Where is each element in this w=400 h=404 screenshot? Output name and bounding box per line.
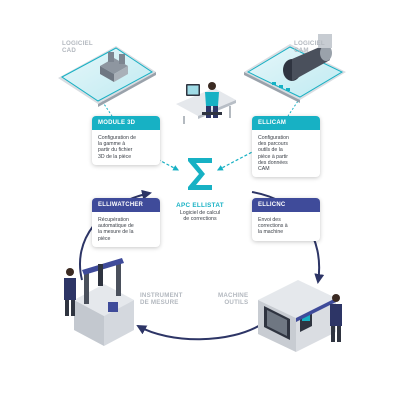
cad-monitor-icon — [58, 46, 156, 107]
measuring-instrument-icon — [64, 258, 134, 346]
zone-label-cam: LOGICIEL CAM — [294, 40, 325, 55]
card-elliwatcher-title: ELLIWATCHER — [92, 198, 160, 212]
ellistat-sigma-icon — [188, 158, 212, 190]
center-subtitle: Logiciel de calcul de corrections — [179, 210, 221, 223]
cnc-machine-icon — [258, 280, 342, 352]
flow-arc-bottom — [136, 323, 263, 341]
zone-label-instrument: INSTRUMENT DE MESURE — [140, 292, 183, 307]
card-module3d: MODULE 3D Configuration de la gamme à pa… — [92, 116, 160, 165]
card-elliwatcher-body: Récupération automatique de la mesure de… — [98, 217, 134, 242]
card-elliwatcher: ELLIWATCHER Récupération automatique de … — [92, 198, 160, 247]
card-ellicam-title: ELLICAM — [252, 116, 320, 130]
operator-desk-icon — [176, 82, 236, 124]
card-ellicnc-title: ELLICNC — [252, 198, 320, 212]
cam-monitor-icon — [244, 34, 346, 103]
card-ellicnc: ELLICNC Envoi des corrections à la machi… — [252, 198, 320, 241]
zone-label-machine: MACHINE OUTILS — [218, 292, 249, 307]
card-module3d-body: Configuration de la gamme à partir du fi… — [98, 135, 137, 160]
dashed-arrow-from-ellicam — [216, 149, 257, 171]
card-ellicnc-body: Envoi des corrections à la machine — [258, 217, 288, 236]
zone-label-cad: LOGICIEL CAD — [62, 40, 93, 55]
card-ellicam-body: Configuration des parcours outils de la … — [258, 135, 289, 173]
center-title: APC ELLISTAT — [176, 202, 224, 209]
card-module3d-title: MODULE 3D — [92, 116, 160, 130]
card-ellicam: ELLICAM Configuration des parcours outil… — [252, 116, 320, 178]
